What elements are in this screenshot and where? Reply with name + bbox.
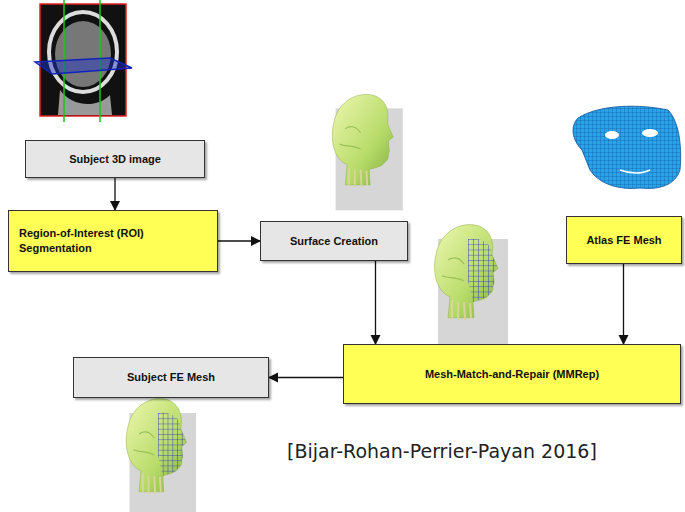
box-label: Region-of-Interest (ROI) Segmentation — [19, 226, 207, 256]
surface-head — [332, 94, 403, 210]
ct-image — [35, 0, 132, 122]
box-label: Surface Creation — [290, 234, 378, 249]
flow-arrow — [375, 261, 376, 344]
output-box: Subject FE Mesh — [73, 357, 269, 398]
atlas-face-mesh — [573, 106, 681, 188]
flow-arrow — [269, 377, 343, 378]
process-box: Region-of-Interest (ROI) Segmentation — [8, 210, 218, 272]
process-box: Surface Creation — [260, 221, 408, 261]
box-label: Subject FE Mesh — [127, 370, 215, 385]
matched-head — [435, 225, 508, 344]
box-label: Atlas FE Mesh — [586, 233, 661, 248]
subject-mesh-head — [126, 399, 196, 512]
input-box: Atlas FE Mesh — [566, 216, 682, 264]
flow-arrow — [114, 178, 115, 210]
process-box: Mesh-Match-and-Repair (MMRep) — [343, 344, 681, 404]
box-label: Subject 3D image — [69, 152, 161, 167]
box-label: Mesh-Match-and-Repair (MMRep) — [425, 367, 599, 382]
citation-note: [Bijar-Rohan-Perrier-Payan 2016] — [287, 440, 597, 462]
input-box: Subject 3D image — [25, 140, 205, 178]
flow-arrow — [218, 240, 260, 241]
flow-arrow — [623, 264, 624, 344]
